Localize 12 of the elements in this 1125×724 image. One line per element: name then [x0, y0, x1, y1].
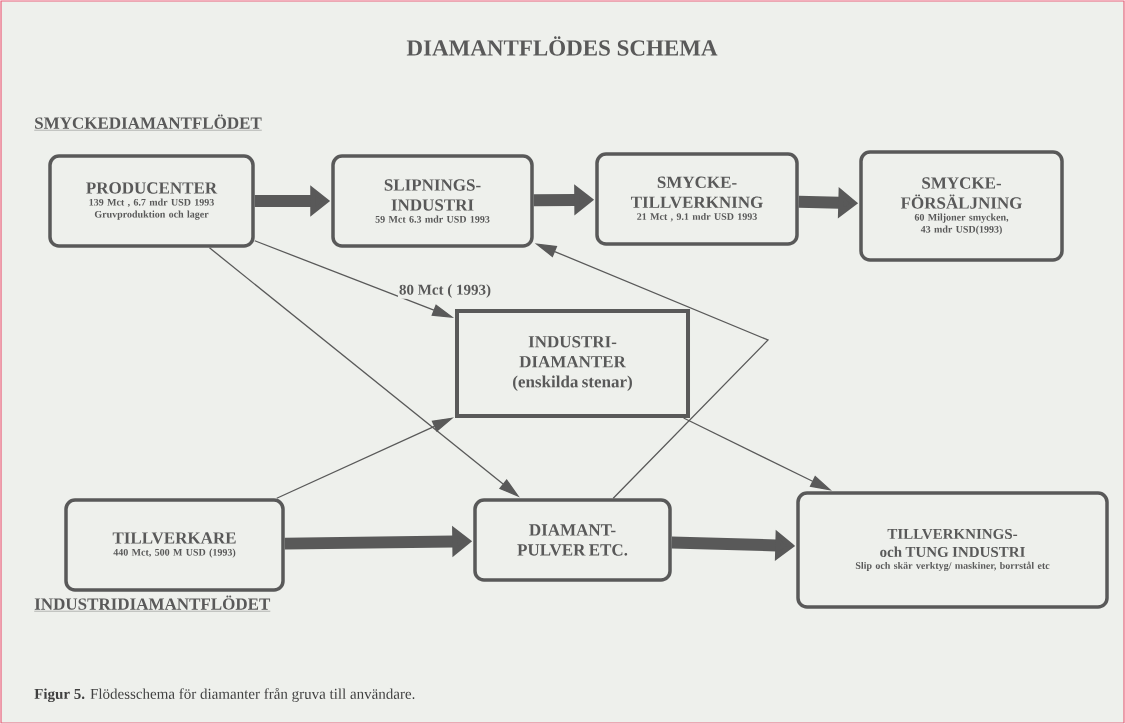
- flow-box: SMYCKE- TILLVERKNING 21 Mct , 9.1 mdr USD 1993: [595, 152, 799, 246]
- title: DIAMANTFLÖDES SCHEMA: [406, 36, 718, 56]
- flow-box: PRODUCENTER 139 Mct , 6.7 mdr USD 1993 Gruvproduktion och lager: [48, 154, 255, 248]
- flow-box: DIAMANT- PULVER ETC.: [473, 498, 672, 582]
- flow-box: SLIPNINGS- INDUSTRI 59 Mct 6.3 mdr USD 1993: [331, 154, 534, 248]
- flow-box: TILLVERKNINGS- och TUNG INDUSTRI Slip och skär verktyg/ maskiner, borrstål etc: [796, 491, 1109, 609]
- section-heading: SMYCKEDIAMANTFLÖDET: [34, 114, 263, 131]
- figure-caption: Figur 5. Flödesschema för diamanter från gruva till användare.: [34, 687, 415, 703]
- flow-box: TILLVERKARE 440 Mct, 500 M USD (1993): [64, 498, 285, 592]
- flow-box: INDUSTRI- DIAMANTER (enskilda stenar): [455, 309, 690, 418]
- flow-box: SMYCKE- FÖRSÄLJNING 60 Miljoner smycken, 43 mdr USD(1993): [859, 150, 1064, 262]
- edge-label: 80 Mct ( 1993): [398, 283, 493, 299]
